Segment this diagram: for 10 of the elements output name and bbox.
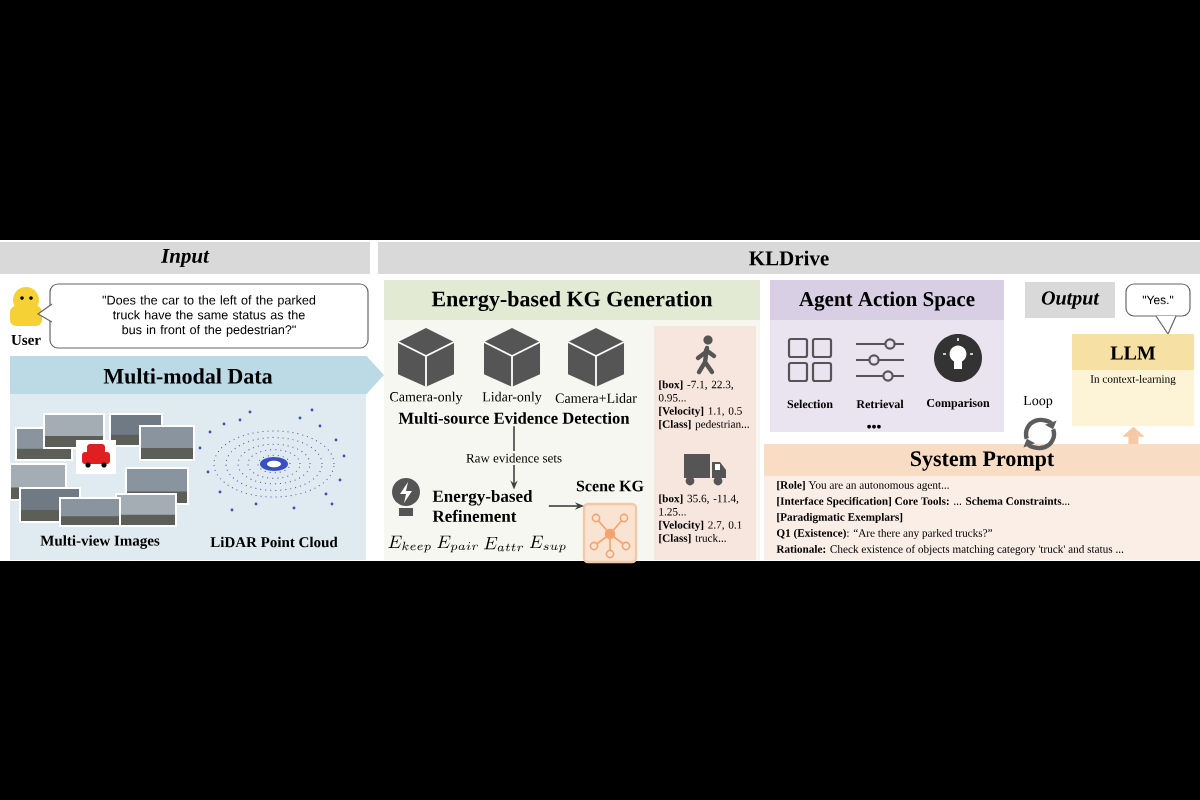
step-heading: Multi-source Evidence Detection — [398, 412, 630, 424]
energy-term: $E_{attr}$ — [484, 536, 524, 552]
step-heading: Energy-based Refinement — [432, 490, 533, 522]
node-label: Scene KG — [576, 480, 644, 492]
section-header: Input — [0, 242, 370, 274]
section-header: Output — [1025, 282, 1115, 318]
energy-term: $E_{keep}$ — [388, 535, 431, 553]
section-header: KLDrive — [378, 242, 1200, 274]
energy-term: $E_{pair}$ — [437, 535, 478, 553]
graph-card: Scene KG — [576, 480, 644, 564]
